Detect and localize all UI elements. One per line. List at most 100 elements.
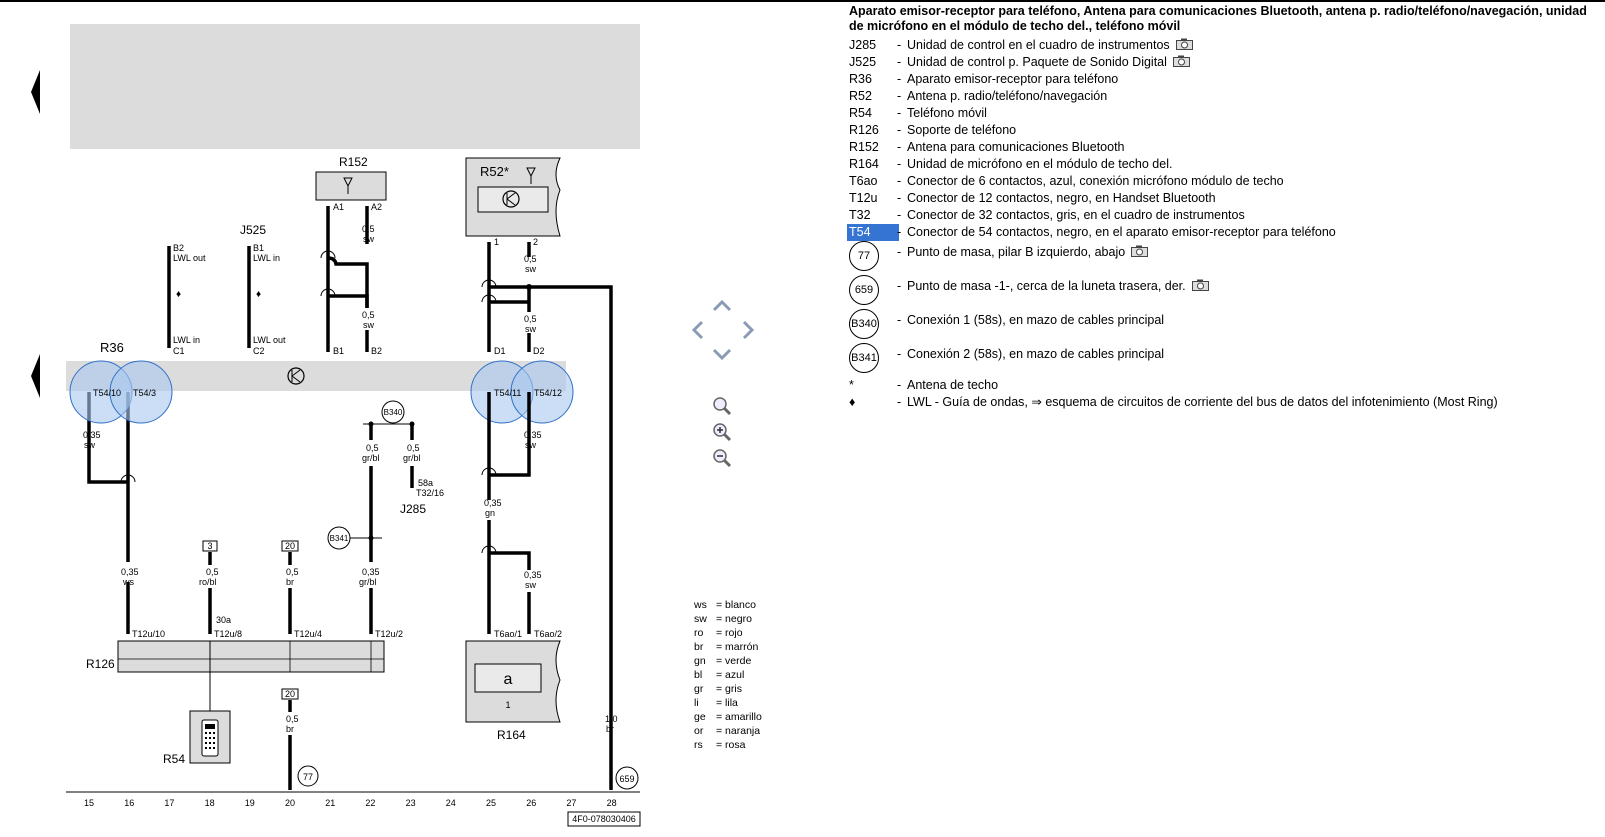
legend-dash: - — [897, 106, 902, 120]
pin-d2: D2 — [533, 346, 545, 356]
wire-color-b340a: gr/bl — [362, 453, 380, 463]
wire-size-t12-8: 0,5 — [206, 567, 219, 577]
camera-icon[interactable] — [1131, 245, 1149, 257]
color-name: = gris — [716, 683, 742, 695]
ref-20a: 20 — [285, 541, 295, 551]
legend-code[interactable]: R36 — [849, 72, 872, 86]
scale-number: 28 — [607, 798, 617, 808]
component-legend: Aparato emisor-receptor para teléfono, A… — [847, 4, 1599, 411]
ref-3: 3 — [207, 541, 212, 551]
r152-box — [315, 171, 387, 201]
color-name: = lila — [716, 697, 738, 709]
wire-color-p2: sw — [525, 264, 537, 274]
legend-code[interactable]: T32 — [849, 208, 871, 222]
legend-dash: - — [897, 140, 902, 154]
wire-size-t54-10: 0,35 — [83, 430, 101, 440]
label-r52: R52* — [480, 164, 509, 179]
wire-size-t12-4: 0,5 — [286, 567, 299, 577]
label-j525: J525 — [240, 223, 266, 237]
legend-code[interactable]: R164 — [849, 157, 879, 171]
arrow-left-icon[interactable] — [690, 320, 704, 340]
legend-dash: - — [897, 225, 902, 239]
legend-dash: - — [897, 245, 902, 259]
page-left-arrow-icon[interactable] — [31, 70, 40, 114]
color-code-row: gn= verde — [694, 654, 794, 668]
legend-code[interactable]: R126 — [849, 123, 879, 137]
arrow-right-icon[interactable] — [742, 320, 756, 340]
label-j285: J285 — [400, 502, 426, 516]
legend-dash: - — [897, 378, 902, 392]
legend-row: T6ao-Conector de 6 contactos, azul, cone… — [849, 173, 1599, 190]
legend-desc: Teléfono móvil — [907, 106, 987, 120]
label-r36: R36 — [100, 340, 124, 355]
legend-code[interactable]: T54 — [847, 224, 899, 241]
pin-30a: 30a — [216, 615, 231, 625]
legend-desc: Conexión 2 (58s), en mazo de cables prin… — [907, 347, 1165, 361]
legend-items: J285-Unidad de control en el cuadro de i… — [847, 37, 1599, 241]
arrow-up-icon[interactable] — [712, 298, 732, 312]
legend-row: R152 -Antena para comunicaciones Bluetoot… — [849, 139, 1599, 156]
legend-desc: Antena para comunicaciones Bluetooth — [907, 140, 1125, 154]
color-abbr: sw — [694, 613, 707, 625]
legend-code[interactable]: R152 — [849, 140, 879, 154]
legend-code[interactable]: R54 — [849, 106, 872, 120]
legend-code[interactable]: T6ao — [849, 174, 878, 188]
zoom-in-icon[interactable] — [712, 422, 732, 442]
wire-size-t6-2: 0,35 — [524, 570, 542, 580]
color-code-row: or= naranja — [694, 724, 794, 738]
r126-unit — [117, 640, 385, 673]
scale-number: 19 — [245, 798, 255, 808]
arrow-down-icon[interactable] — [712, 348, 732, 362]
pin-t54-3: T54/3 — [133, 388, 156, 398]
legend-code[interactable]: J285 — [849, 38, 877, 52]
scale-number: 18 — [205, 798, 215, 808]
pin-c2-sub: LWL out — [253, 335, 286, 345]
wire-color-t12-8: ro/bl — [199, 577, 217, 587]
legend-desc: Punto de masa -1-, cerca de la luneta tr… — [907, 278, 1209, 295]
color-name: = rojo — [716, 627, 743, 639]
pin-t12u-4: T12u/4 — [294, 629, 322, 639]
legend-note-row: *-Antena de techo — [849, 377, 1599, 394]
wire-color-b340b: gr/bl — [403, 453, 421, 463]
pin-c1-sub: LWL in — [173, 335, 200, 345]
wire-color-g659: br — [606, 724, 614, 734]
legend-row: J525-Unidad de control p. Paquete de Son… — [849, 54, 1599, 71]
b340-connection — [381, 400, 405, 424]
scale-number: 26 — [526, 798, 536, 808]
legend-code[interactable]: T12u — [849, 191, 878, 205]
legend-desc: Aparato emisor-receptor para teléfono — [907, 72, 1119, 86]
r52-symbol — [502, 190, 520, 208]
color-name: = marrón — [716, 641, 759, 653]
wire-size-g659: 1,0 — [605, 714, 618, 724]
camera-icon[interactable] — [1172, 55, 1190, 67]
legend-desc: LWL - Guía de ondas, ⇒ esquema de circui… — [907, 395, 1498, 409]
r164-inner — [474, 663, 542, 693]
doc-id: 4F0-078030406 — [572, 814, 636, 824]
legend-code[interactable]: J525 — [849, 55, 877, 69]
zoom-icon[interactable] — [712, 396, 732, 416]
legend-desc: Punto de masa, pilar B izquierdo, abajo — [907, 244, 1149, 261]
b341-label: B341 — [330, 534, 349, 543]
legend-desc: Unidad de control p. Paquete de Sonido D… — [907, 54, 1190, 71]
color-code-row: sw= negro — [694, 612, 794, 626]
legend-code[interactable]: R52 — [849, 89, 872, 103]
camera-icon[interactable] — [1191, 279, 1209, 291]
legend-ground-badge: B340 — [849, 309, 879, 339]
wire-color-b2r: sw — [363, 320, 375, 330]
label-r126: R126 — [86, 657, 115, 671]
wire-size-gn: 0,35 — [484, 498, 502, 508]
color-abbr: gr — [694, 683, 704, 695]
legend-desc: Soporte de teléfono — [907, 123, 1017, 137]
page-left-arrow-icon-2[interactable] — [31, 354, 40, 398]
legend-dash: - — [897, 279, 902, 293]
pin-t12u-2: T12u/2 — [375, 629, 403, 639]
legend-dash: - — [897, 157, 902, 171]
wire-color-t12-10: ws — [122, 577, 134, 587]
pin-c2: C2 — [253, 346, 265, 356]
camera-icon[interactable] — [1175, 38, 1193, 50]
label-r152: R152 — [339, 155, 368, 169]
zoom-out-icon[interactable] — [712, 448, 732, 468]
wire-color-gn: gn — [485, 508, 495, 518]
color-name: = blanco — [716, 599, 756, 611]
